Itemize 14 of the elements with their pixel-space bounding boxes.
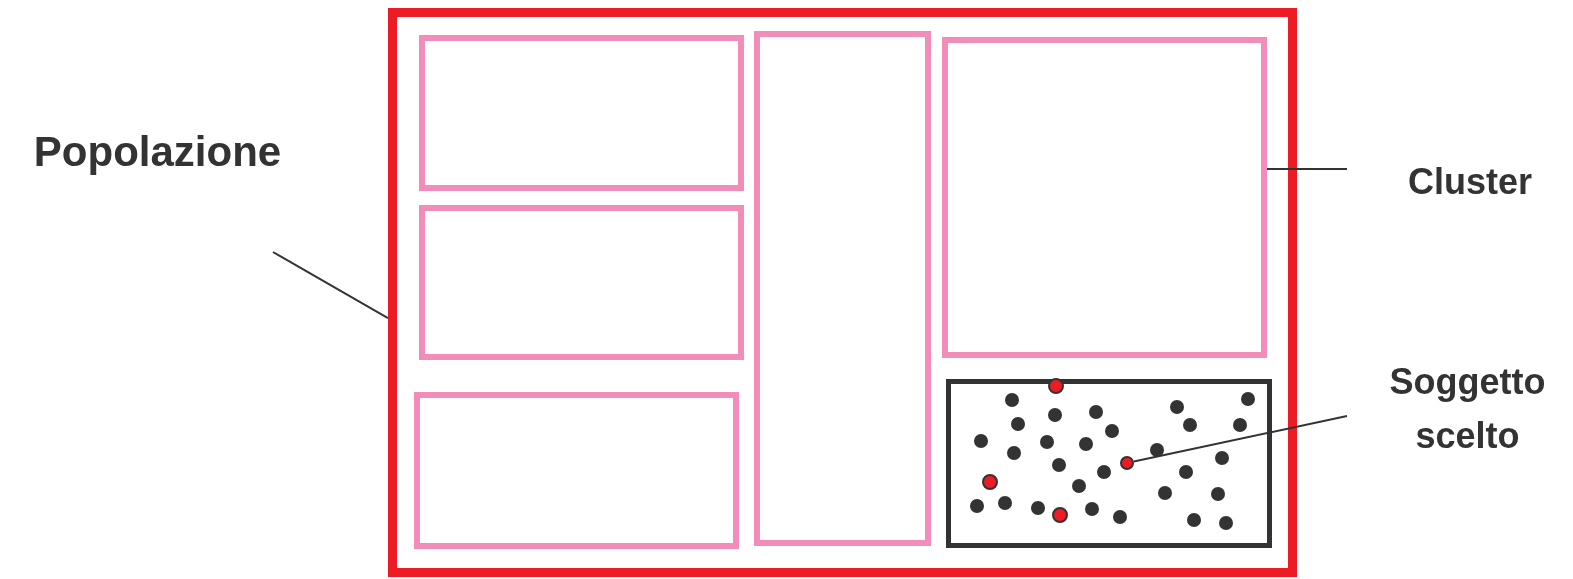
selected-cluster-box bbox=[946, 379, 1272, 548]
leader-line bbox=[1266, 167, 1348, 170]
callout-label: Soggetto scelto bbox=[1360, 355, 1573, 465]
cluster-box bbox=[414, 392, 739, 549]
cluster-box bbox=[942, 37, 1267, 358]
leader-line bbox=[1132, 415, 1348, 463]
leader-line bbox=[272, 251, 389, 320]
callout-label: Popolazione bbox=[10, 120, 305, 190]
cluster-box bbox=[754, 31, 931, 546]
population-frame bbox=[388, 8, 1297, 577]
cluster-box bbox=[419, 35, 744, 191]
selected-subject-dot bbox=[1120, 456, 1134, 470]
cluster-box bbox=[419, 205, 744, 360]
callout-label: Cluster bbox=[1385, 155, 1555, 205]
